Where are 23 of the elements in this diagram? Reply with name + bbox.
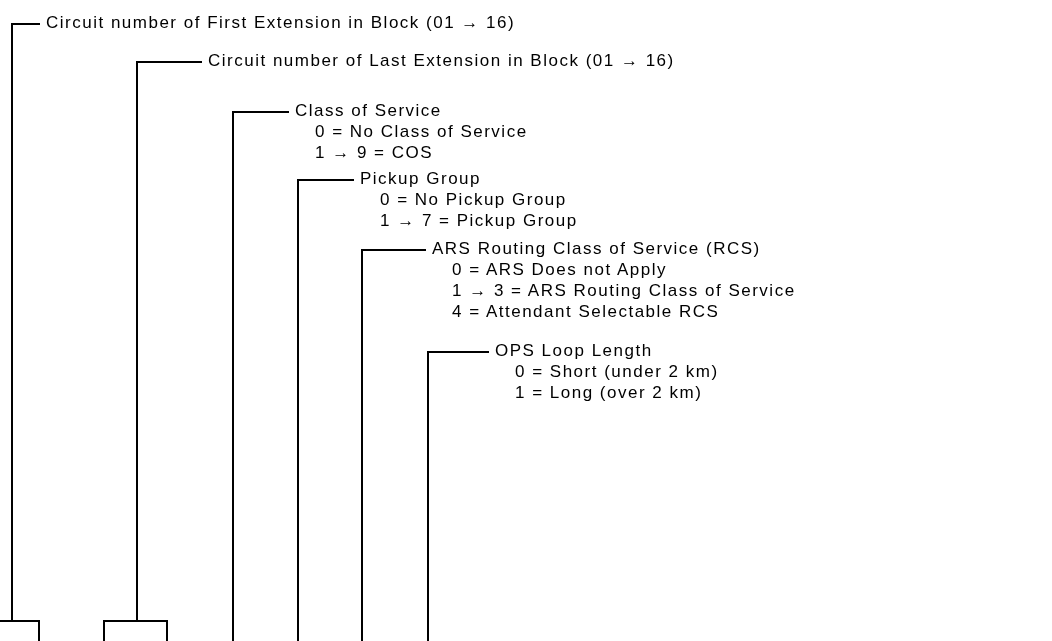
field-label: Circuit number of Last Extension in Block (01 → 16) bbox=[208, 50, 675, 71]
value-line: 0 = No Class of Service bbox=[315, 121, 528, 142]
value-line: 1 = Long (over 2 km) bbox=[515, 382, 704, 403]
value-line: 4 = Attendant Selectable RCS bbox=[452, 301, 721, 322]
value-line: 1 → 3 = ARS Routing Class of Service bbox=[452, 280, 796, 301]
field-box bbox=[0, 620, 40, 641]
field-heading: Class of Service bbox=[295, 100, 443, 121]
leader-line bbox=[361, 249, 427, 641]
field-heading: ARS Routing Class of Service (RCS) bbox=[432, 238, 762, 259]
value-line: 0 = ARS Does not Apply bbox=[452, 259, 668, 280]
value-line: 1 → 9 = COS bbox=[315, 142, 435, 163]
field-heading: OPS Loop Length bbox=[495, 340, 654, 361]
leader-line bbox=[297, 179, 355, 641]
leader-line bbox=[136, 61, 203, 621]
value-line: 0 = Short (under 2 km) bbox=[515, 361, 719, 382]
value-line: 0 = No Pickup Group bbox=[380, 189, 568, 210]
field-box bbox=[103, 620, 168, 641]
leader-line bbox=[427, 351, 490, 641]
leader-line bbox=[11, 23, 41, 621]
field-label: Circuit number of First Extension in Block (01 → 16) bbox=[46, 12, 516, 33]
field-heading: Pickup Group bbox=[360, 168, 482, 189]
leader-line bbox=[232, 111, 290, 641]
value-line: 1 → 7 = Pickup Group bbox=[380, 210, 578, 231]
